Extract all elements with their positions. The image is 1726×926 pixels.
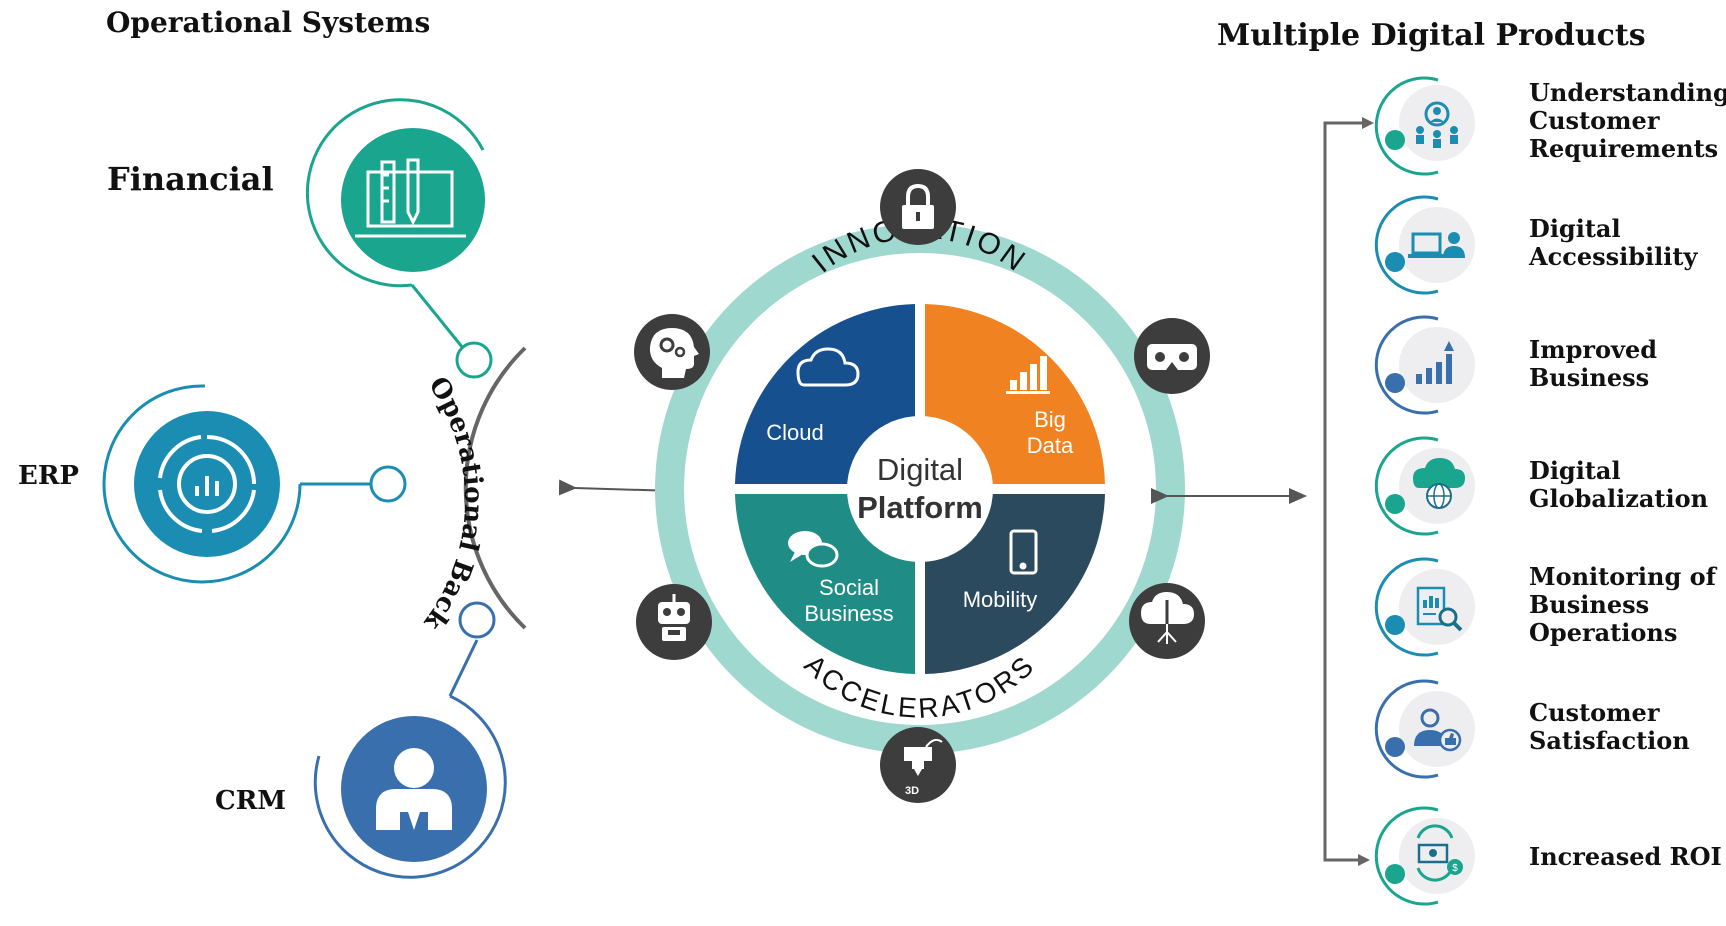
svg-text:$: $ [1452, 863, 1458, 874]
big-data-label-line1: Big [1034, 407, 1066, 432]
product-1-label: Understanding Customer Requirements [1529, 78, 1726, 163]
social-label-line1: Social [819, 575, 879, 600]
bracket-arrow-bottom [1358, 854, 1370, 866]
hub-label-line1: Digital [877, 452, 963, 487]
product-monitoring-business-operations: Monitoring of Business Operations [1374, 557, 1724, 657]
product-3-label: Improved Business [1529, 335, 1665, 392]
operational-systems-title: Operational Systems [106, 6, 430, 39]
mobility-label: Mobility [963, 587, 1038, 612]
erp-node [369, 465, 407, 503]
vr-headset-icon [1147, 344, 1197, 370]
financial-connector [410, 284, 473, 359]
cloud-label: Cloud [766, 420, 823, 445]
measuring-tools-icon [355, 158, 466, 238]
product-7-label: Increased ROI [1529, 842, 1722, 871]
product-digital-accessibility: Digital Accessibility [1374, 195, 1698, 295]
financial-label: Financial [107, 160, 274, 198]
multiple-digital-products-title: Multiple Digital Products [1217, 18, 1646, 53]
laptop-user-icon [1408, 232, 1465, 258]
cloud-network-icon [1141, 592, 1194, 644]
robot-icon-badge [636, 584, 712, 660]
bar-chart-icon [1006, 356, 1050, 394]
cloud-network-icon-badge [1129, 583, 1205, 659]
money-exchange-icon: $ [1416, 824, 1463, 882]
product-4-label: Digital Globalization [1529, 456, 1708, 513]
bracket-arrow-top [1362, 117, 1374, 129]
3d-printer-icon-badge: 3D [880, 727, 956, 803]
lock-icon-badge [880, 169, 956, 245]
social-label-line2: Business [804, 601, 893, 626]
crm-node [458, 601, 496, 639]
person-icon [376, 748, 452, 830]
cloud-icon [796, 347, 860, 387]
hub-circle [847, 416, 993, 562]
3d-text: 3D [905, 785, 919, 797]
robot-icon [658, 594, 690, 641]
crm-label: CRM [215, 786, 286, 816]
vr-headset-icon-badge [1134, 318, 1210, 394]
product-understanding-customer-requirements: Understanding Customer Requirements [1374, 76, 1726, 176]
thumbs-up-user-icon [1414, 708, 1462, 752]
product-2-label: Digital Accessibility [1528, 214, 1698, 271]
crm-connector [448, 639, 479, 697]
chat-bubbles-icon [788, 531, 839, 568]
brain-gears-icon [649, 328, 699, 378]
products-bracket [1323, 121, 1370, 862]
3d-printer-icon [904, 738, 943, 776]
product-increased-roi: $ Increased ROI [1374, 806, 1722, 906]
financial-node [455, 341, 493, 379]
erp-system: ERP [18, 384, 302, 584]
product-improved-business: Improved Business [1374, 315, 1665, 415]
financial-circle [341, 128, 485, 272]
hub-label-line2: Platform [857, 490, 983, 525]
product-5-label: Monitoring of Business Operations [1529, 562, 1724, 647]
cloud-globe-icon [1413, 458, 1465, 509]
product-digital-globalization: Digital Globalization [1374, 436, 1708, 536]
radar-chart-icon [158, 435, 256, 533]
smartphone-icon [1009, 529, 1038, 575]
product-6-label: Customer Satisfaction [1529, 698, 1690, 755]
report-magnifier-icon [1416, 586, 1463, 632]
brain-gears-icon-badge [634, 314, 710, 390]
lock-icon [902, 183, 934, 229]
crm-system: CRM [215, 694, 507, 879]
backbone-arc [463, 346, 527, 630]
growth-chart-icon [1416, 341, 1454, 384]
customer-group-icon [1416, 101, 1458, 148]
digital-platform-wheel: Digital Platform INNOVATION ACCELERATORS… [634, 169, 1210, 803]
erp-label: ERP [18, 461, 79, 491]
financial-system: Financial [107, 98, 485, 288]
product-customer-satisfaction: Customer Satisfaction [1374, 679, 1690, 779]
big-data-label-line2: Data [1027, 433, 1074, 458]
